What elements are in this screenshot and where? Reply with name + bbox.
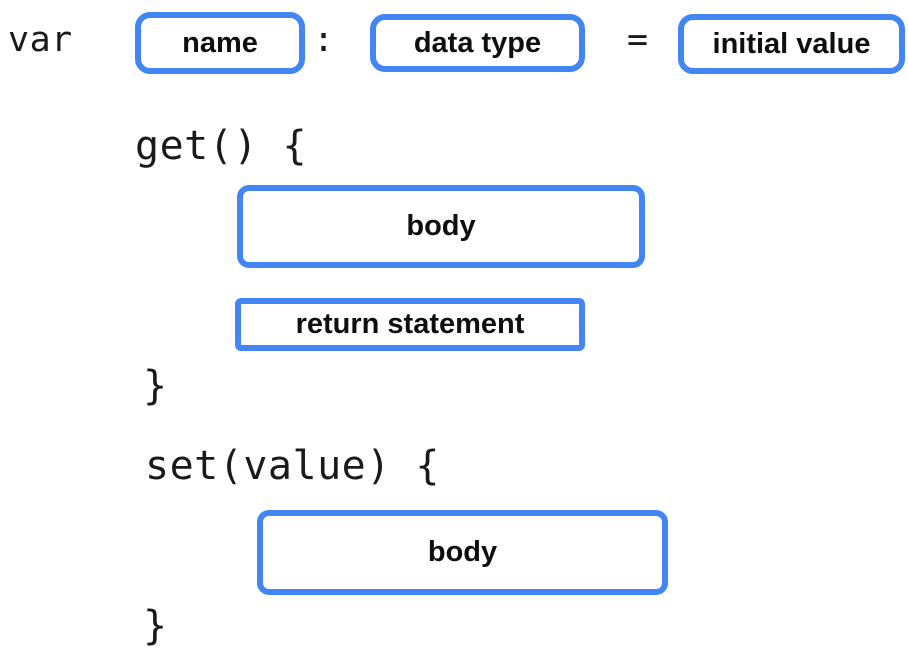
return-statement-slot-label: return statement xyxy=(295,308,525,340)
set-body-slot-box: body xyxy=(257,510,668,595)
initial-value-slot-label: initial value xyxy=(712,27,871,60)
return-statement-slot-box: return statement xyxy=(235,298,585,351)
get-closing-brace: } xyxy=(143,363,168,409)
equals-symbol: = xyxy=(627,20,649,60)
var-keyword: var xyxy=(8,20,73,60)
get-header: get() { xyxy=(135,123,308,169)
get-body-slot-label: body xyxy=(406,210,476,242)
initial-value-slot-box: initial value xyxy=(678,14,905,74)
colon-symbol: : xyxy=(313,20,335,60)
name-slot-label: name xyxy=(182,26,258,59)
data-type-slot-box: data type xyxy=(370,14,585,72)
get-body-slot-box: body xyxy=(237,185,645,268)
name-slot-box: name xyxy=(135,12,305,74)
set-closing-brace: } xyxy=(143,603,168,649)
data-type-slot-label: data type xyxy=(413,26,542,59)
set-body-slot-label: body xyxy=(427,536,498,568)
set-header: set(value) { xyxy=(145,443,440,489)
